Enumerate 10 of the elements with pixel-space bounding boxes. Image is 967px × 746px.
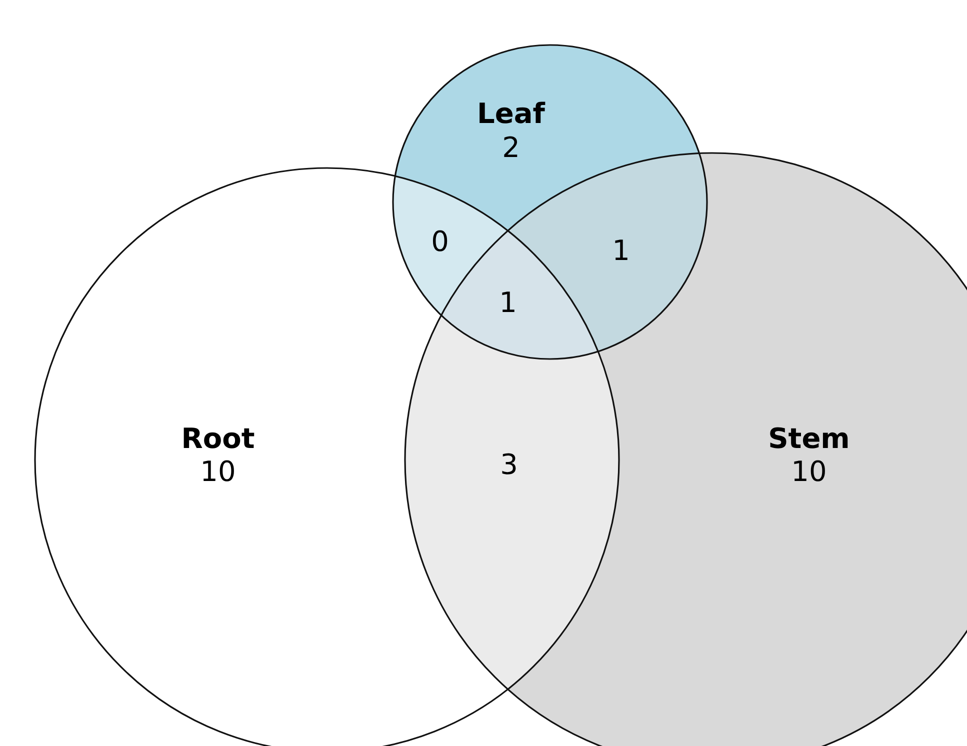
set-count: 10	[791, 458, 827, 486]
overlap-count: 1	[612, 237, 630, 265]
overlap-count: 1	[499, 289, 517, 317]
set-count: 2	[502, 134, 520, 162]
set-count: 10	[200, 458, 236, 486]
overlap-count: 3	[500, 451, 518, 479]
set-name: Root	[181, 425, 255, 453]
set-name: Stem	[768, 425, 850, 453]
set-name: Leaf	[477, 100, 545, 128]
overlap-count: 0	[431, 228, 449, 256]
